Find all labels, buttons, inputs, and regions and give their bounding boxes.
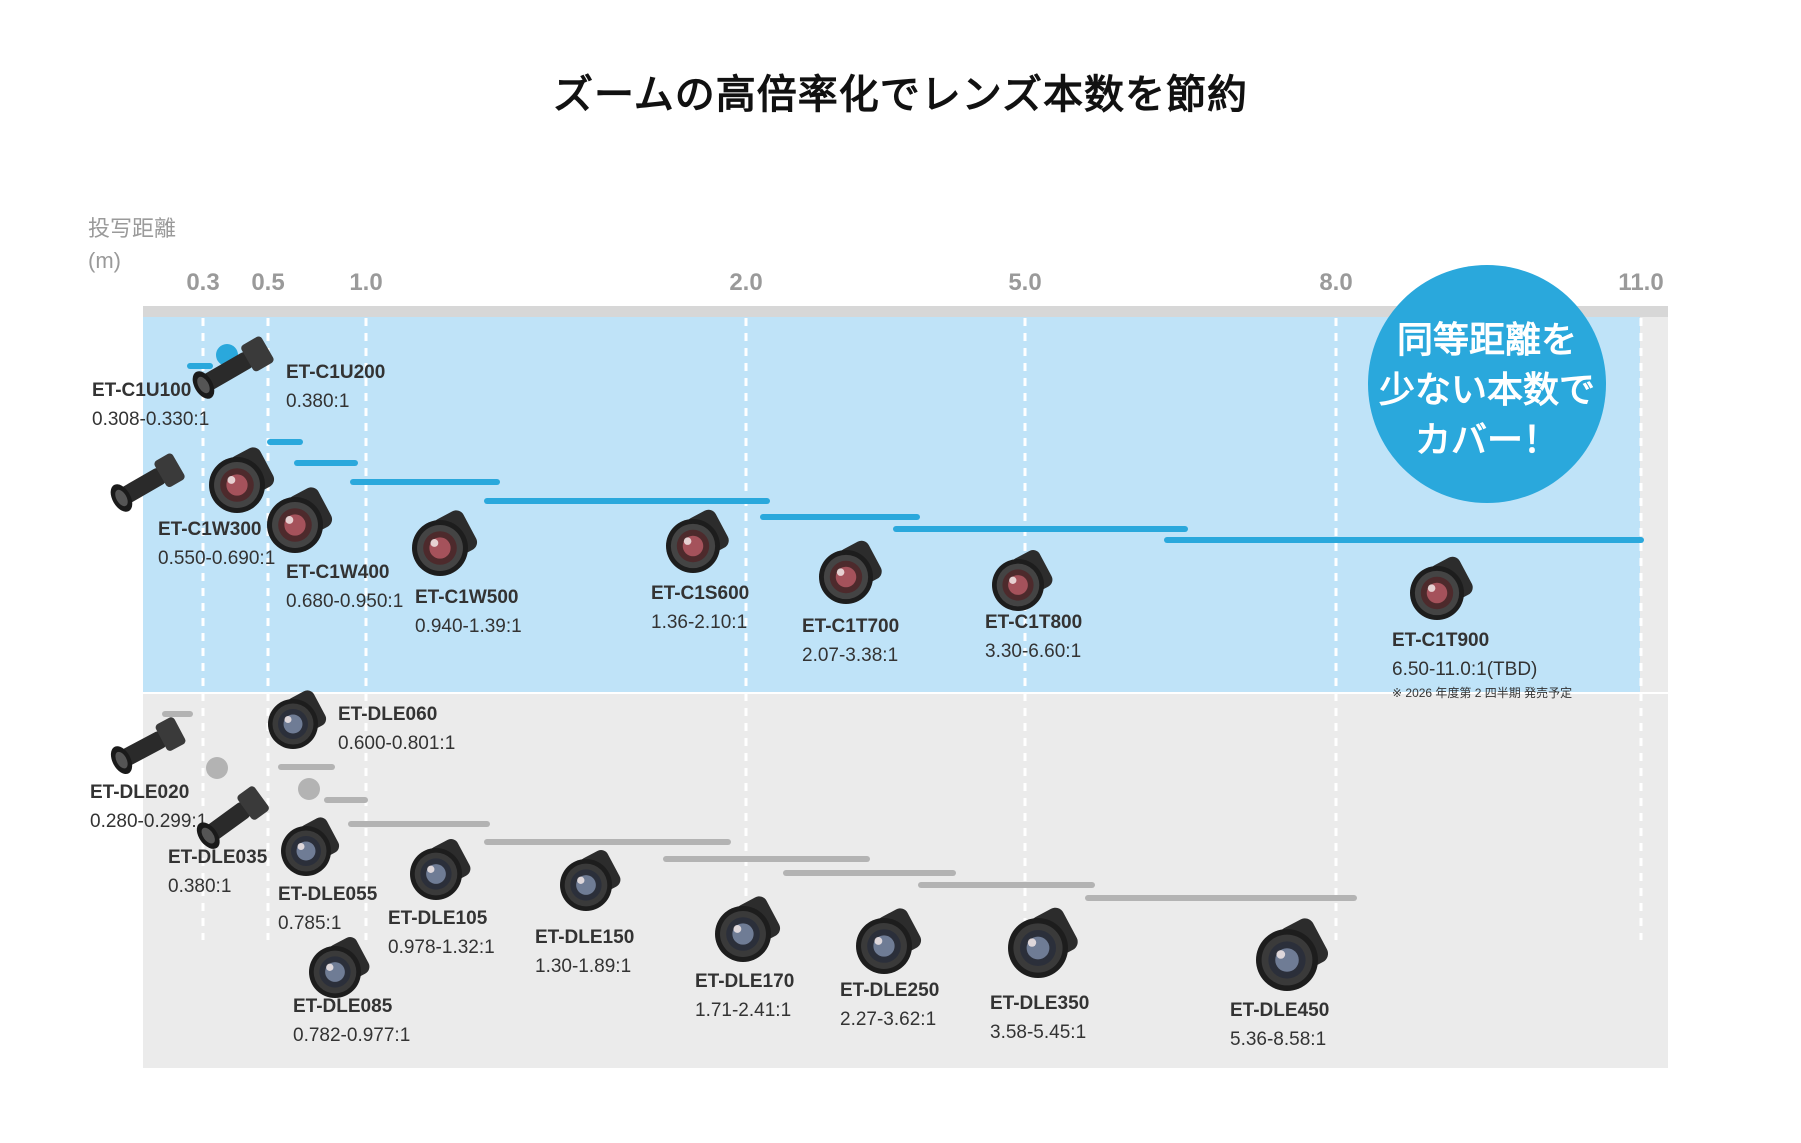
lens-icon bbox=[1008, 907, 1078, 978]
lens-name: ET-C1S600 bbox=[651, 583, 749, 604]
lens-name: ET-DLE170 bbox=[695, 971, 794, 992]
tick-label: 0.5 bbox=[251, 269, 284, 296]
lens-icon bbox=[410, 839, 471, 900]
callout-badge-line: 同等距離を bbox=[1397, 319, 1577, 360]
fixed-throw-dot bbox=[206, 757, 228, 779]
lens-name: ET-DLE150 bbox=[535, 927, 634, 948]
lens-ratio: 5.36-8.58:1 bbox=[1230, 1029, 1326, 1050]
dle-series-panel bbox=[143, 693, 1668, 1068]
tick-label: 1.0 bbox=[349, 269, 382, 296]
lens-ratio: 2.27-3.62:1 bbox=[840, 1009, 936, 1030]
lens-ratio: 0.280-0.299:1 bbox=[90, 811, 207, 832]
lens-icon bbox=[1410, 556, 1473, 620]
tick-label: 11.0 bbox=[1618, 269, 1663, 296]
lens-ratio: 0.680-0.950:1 bbox=[286, 591, 403, 612]
lens-name: ET-C1T900 bbox=[1392, 630, 1489, 651]
lens-icon bbox=[209, 447, 275, 513]
lens-ratio: 0.308-0.330:1 bbox=[92, 409, 209, 430]
lens-ratio: 0.380:1 bbox=[168, 876, 231, 897]
lens-ratio: 0.600-0.801:1 bbox=[338, 733, 455, 754]
lens-icon bbox=[560, 850, 621, 911]
lens-ratio: 2.07-3.38:1 bbox=[802, 645, 898, 666]
ust-lens-icon bbox=[110, 717, 186, 775]
tick-label: 2.0 bbox=[729, 269, 762, 296]
ust-lens-icon bbox=[192, 336, 274, 399]
axis-unit: (m) bbox=[88, 248, 121, 273]
lens-icon bbox=[281, 817, 340, 876]
lens-ratio: 1.30-1.89:1 bbox=[535, 956, 631, 977]
lens-icon bbox=[1256, 918, 1329, 991]
lens-name: ET-C1U100 bbox=[92, 380, 191, 401]
lens-icon bbox=[267, 487, 333, 553]
release-note: ※ 2026 年度第 2 四半期 発売予定 bbox=[1392, 685, 1572, 700]
lens-name: ET-DLE035 bbox=[168, 847, 268, 868]
lens-icon bbox=[309, 937, 370, 998]
lens-ratio: 1.71-2.41:1 bbox=[695, 1000, 791, 1021]
lens-name: ET-DLE105 bbox=[388, 908, 488, 929]
lens-name: ET-DLE450 bbox=[1230, 1000, 1329, 1021]
lens-ratio: 0.380:1 bbox=[286, 391, 349, 412]
ust-lens-icon bbox=[196, 786, 269, 849]
lens-icon bbox=[412, 510, 478, 576]
lens-icon bbox=[856, 908, 922, 974]
lens-icon bbox=[666, 509, 729, 573]
callout-badge-line: 少ない本数で bbox=[1379, 369, 1595, 410]
lens-name: ET-C1U200 bbox=[286, 362, 385, 383]
lens-ratio: 0.785:1 bbox=[278, 913, 341, 934]
lens-name: ET-DLE350 bbox=[990, 993, 1089, 1014]
lens-name: ET-C1W500 bbox=[415, 587, 518, 608]
ust-lens-icon bbox=[110, 453, 185, 512]
page-title: ズームの高倍率化でレンズ本数を節約 bbox=[553, 73, 1248, 117]
lens-name: ET-DLE055 bbox=[278, 884, 378, 905]
tick-label: 0.3 bbox=[186, 269, 219, 296]
lens-ratio: 6.50-11.0:1(TBD) bbox=[1392, 659, 1537, 680]
lens-icon bbox=[268, 690, 327, 749]
lens-ratio: 3.58-5.45:1 bbox=[990, 1022, 1086, 1043]
lens-name: ET-DLE085 bbox=[293, 996, 393, 1017]
lens-ratio: 3.30-6.60:1 bbox=[985, 641, 1081, 662]
lens-icon bbox=[992, 550, 1053, 611]
axis-title: 投写距離 bbox=[88, 216, 176, 241]
lens-icon bbox=[715, 896, 781, 962]
lens-name: ET-C1T700 bbox=[802, 616, 899, 637]
fixed-throw-dot bbox=[298, 778, 320, 800]
lens-ratio: 0.550-0.690:1 bbox=[158, 548, 275, 569]
axis-strip bbox=[143, 306, 1668, 317]
lens-ratio: 0.782-0.977:1 bbox=[293, 1025, 410, 1046]
lens-icon bbox=[819, 540, 882, 604]
lens-ratio: 0.978-1.32:1 bbox=[388, 937, 495, 958]
lens-name: ET-C1T800 bbox=[985, 612, 1082, 633]
lens-ratio: 1.36-2.10:1 bbox=[651, 612, 747, 633]
callout-badge bbox=[1368, 265, 1606, 503]
tick-label: 5.0 bbox=[1008, 269, 1041, 296]
lens-name: ET-DLE250 bbox=[840, 980, 939, 1001]
lens-name: ET-C1W400 bbox=[286, 562, 389, 583]
lens-name: ET-DLE060 bbox=[338, 704, 437, 725]
lens-name: ET-DLE020 bbox=[90, 782, 189, 803]
callout-badge-line: カバー！ bbox=[1415, 419, 1559, 460]
lens-ratio: 0.940-1.39:1 bbox=[415, 616, 522, 637]
lens-name: ET-C1W300 bbox=[158, 519, 261, 540]
tick-label: 8.0 bbox=[1319, 269, 1352, 296]
